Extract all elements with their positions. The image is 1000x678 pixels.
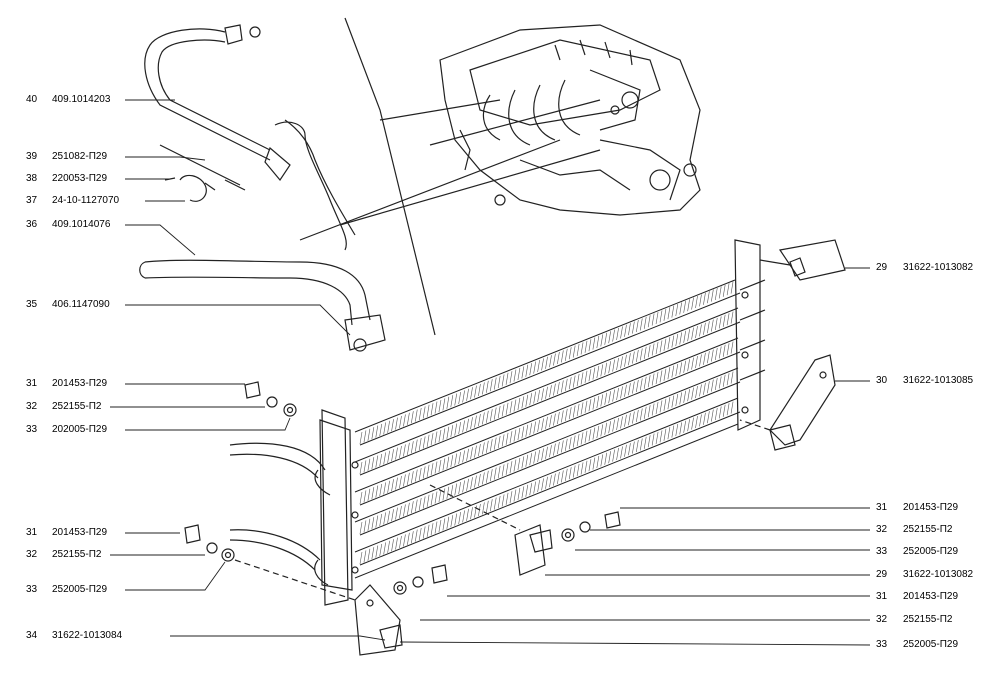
callout-code: 31622-1013085 (903, 375, 974, 386)
callout-code: 31622-1013082 (903, 569, 974, 580)
callout-num: 30 (876, 375, 888, 386)
radiator-core (229, 239, 766, 606)
callout-num: 35 (26, 299, 38, 310)
callout-num: 33 (26, 424, 38, 435)
callout-code: 252155-П2 (903, 614, 953, 625)
callout-num: 33 (876, 639, 888, 650)
callout-code: 252005-П29 (52, 584, 108, 595)
callout-code: 24-10-1127070 (52, 195, 120, 206)
callout-num: 38 (26, 173, 38, 184)
callout-code: 202005-П29 (52, 424, 108, 435)
callout-num: 32 (26, 401, 38, 412)
callout-code: 201453-П29 (903, 502, 959, 513)
callout-code: 252155-П2 (903, 524, 953, 535)
callout-code: 252155-П2 (52, 549, 102, 560)
callout-code: 31622-1013082 (903, 262, 974, 273)
callout-code: 220053-П29 (52, 173, 108, 184)
hose-35 (139, 259, 386, 352)
callout-code: 252155-П2 (52, 401, 102, 412)
callout-num: 31 (876, 502, 888, 513)
engine-illustration (439, 24, 701, 216)
callout-num: 31 (876, 591, 888, 602)
callout-num: 34 (26, 630, 38, 641)
callout-num: 31 (26, 527, 38, 538)
callout-code: 201453-П29 (52, 527, 108, 538)
callout-num: 40 (26, 94, 38, 105)
callout-num: 33 (26, 584, 38, 595)
callout-code: 409.1014203 (52, 94, 111, 105)
callout-num: 32 (876, 524, 888, 535)
callout-code: 201453-П29 (903, 591, 959, 602)
callout-code: 252005-П29 (903, 546, 959, 557)
callout-code: 251082-П29 (52, 151, 108, 162)
callout-code: 252005-П29 (903, 639, 959, 650)
callout-num: 29 (876, 569, 888, 580)
callout-num: 33 (876, 546, 888, 557)
callout-num: 32 (26, 549, 38, 560)
callout-num: 31 (26, 378, 38, 389)
callout-num: 32 (876, 614, 888, 625)
fasteners (184, 381, 621, 595)
callout-code: 31622-1013084 (52, 630, 123, 641)
callout-num: 36 (26, 219, 38, 230)
callout-code: 201453-П29 (52, 378, 108, 389)
callout-code: 409.1014076 (52, 219, 111, 230)
callout-num: 29 (876, 262, 888, 273)
radiator-tubes (354, 279, 741, 579)
callout-num: 37 (26, 195, 38, 206)
callout-code: 406.1147090 (52, 299, 110, 310)
hose-40 (144, 24, 291, 182)
callout-num: 39 (26, 151, 38, 162)
